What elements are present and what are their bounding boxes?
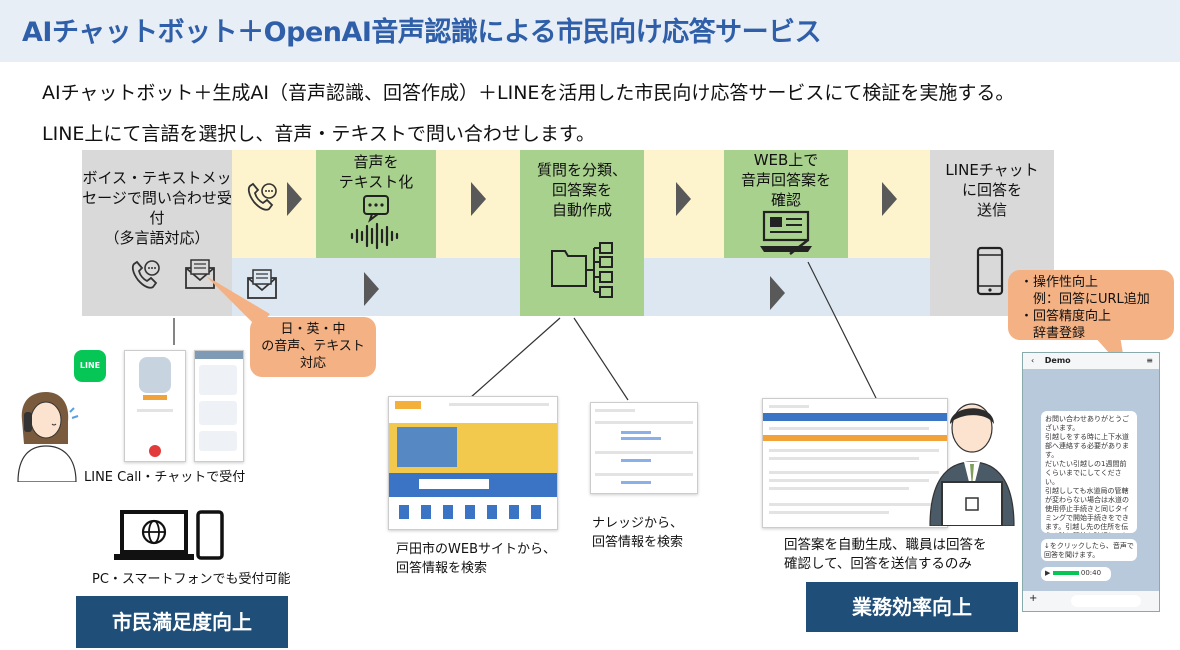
menu-icon: ≡ [1146, 356, 1153, 365]
mail-icon [247, 269, 277, 299]
staff-label: 回答案を自動生成、職員は回答を 確認して、回答を送信するのみ [784, 537, 987, 572]
flow-arrow [770, 276, 785, 310]
line-logo: LINE [74, 350, 106, 382]
review-screenshot [762, 398, 948, 528]
plus-icon[interactable]: + [1029, 593, 1038, 604]
flow-arrow [676, 182, 691, 216]
website-screenshot [388, 396, 558, 530]
computer-doc-icon [760, 210, 812, 255]
website-label: 戸田市のWEBサイトから、 回答情報を検索 [396, 542, 556, 576]
intro-line-1: AIチャットボット＋生成AI（音声認識、回答作成）＋LINEを活用した市民向け応… [42, 82, 1015, 104]
chat-audio-player[interactable]: ▶ 00:40 [1041, 567, 1111, 581]
step-review-text: WEB上で 音声回答案を 確認 [740, 151, 831, 209]
step-transcribe-box: 音声を テキスト化 [316, 150, 436, 258]
citizen-figure [17, 392, 79, 482]
folder-tree-icon [551, 242, 613, 298]
chat-title: Demo [1044, 356, 1071, 365]
badge-citizen-satisfaction: 市民満足度向上 [76, 596, 288, 648]
robot-avatar [139, 357, 171, 393]
callout-pointer [206, 276, 270, 328]
phone-screenshot-call [124, 350, 186, 462]
page-title: AIチャットボット＋OpenAI音声認識による市民向け応答サービス [22, 17, 822, 48]
mail-icon [185, 259, 215, 289]
phone-screenshot-chat [194, 350, 244, 462]
callout-improvements: ・操作性向上 例：回答にURL追加 ・回答精度向上 辞書登録 [1008, 270, 1174, 341]
flow-arrow [287, 182, 302, 216]
phone-chat-icon [131, 260, 160, 289]
header-bar [0, 0, 1180, 62]
step-classify-box: 質問を分類、 回答案を 自動作成 [520, 150, 644, 316]
flow-arrow [882, 182, 897, 216]
audio-duration: 00:40 [1080, 569, 1102, 577]
step-receive-text: ボイス・テキストメッセージで問い合わせ受付 （多言語対応） [82, 169, 232, 247]
speech-to-text-icon [350, 195, 399, 250]
chat-input-field[interactable] [1071, 595, 1141, 607]
phone-chat-icon [247, 182, 277, 211]
play-icon[interactable]: ▶ [1045, 569, 1051, 577]
knowledge-label: ナレッジから、 回答情報を検索 [592, 516, 684, 550]
devices-label: PC・スマートフォンでも受付可能 [92, 572, 291, 587]
back-chevron-icon: ‹ [1031, 356, 1035, 365]
chat-input-bar[interactable]: + [1023, 591, 1159, 611]
flow-arrow [364, 272, 379, 306]
flow-arrow [471, 182, 486, 216]
step-send-text: LINEチャット に回答を 送信 [945, 161, 1039, 219]
line-chat-screenshot: ‹ Demo ≡ お問い合わせありがとうございます。 引越しをする時に上下水道部… [1022, 352, 1160, 612]
step-review-box: WEB上で 音声回答案を 確認 [724, 150, 848, 258]
robot-badge [143, 395, 167, 400]
knowledge-screenshot [590, 402, 698, 494]
chat-header: ‹ Demo ≡ [1023, 353, 1159, 369]
badge-efficiency: 業務効率向上 [806, 582, 1018, 632]
staff-figure [929, 403, 1015, 526]
intro-line-2: LINE上にて言語を選択し、音声・テキストで問い合わせします。 [42, 123, 595, 145]
audio-wave [1052, 571, 1079, 575]
step-classify-text: 質問を分類、 回答案を 自動作成 [536, 161, 627, 219]
step-transcribe-text: 音声を テキスト化 [338, 153, 414, 191]
chat-message-audio-note: ↓をクリックしたら、音声で回答を聞けます。 [1041, 539, 1137, 561]
end-call-icon [149, 445, 161, 457]
smartphone-icon [976, 246, 1004, 296]
line-call-label: LINE Call・チャットで受付 [84, 470, 246, 485]
step-receive-box: ボイス・テキストメッセージで問い合わせ受付 （多言語対応） [82, 150, 232, 316]
chat-message-answer: お問い合わせありがとうございます。 引越しをする時に上下水道部へ連絡する必要があ… [1041, 411, 1137, 533]
callout-languages: 日・英・中 の音声、テキスト 対応 [250, 317, 376, 377]
laptop-globe-icon [114, 510, 224, 560]
